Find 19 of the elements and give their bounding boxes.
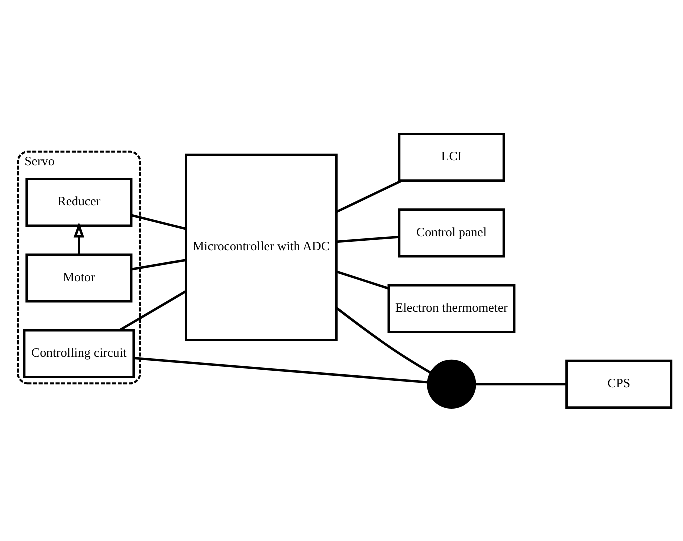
node-circle [427,359,476,408]
node-box: Microcontroller with ADC [185,153,338,341]
connector [336,306,432,374]
connector [131,258,186,270]
node-box: Electron thermometer [388,284,516,333]
connector [336,270,390,290]
arrow [74,222,85,254]
node-box: Motor [26,253,133,302]
connector [475,382,567,386]
connector [336,179,402,213]
node-box: Reducer [26,178,133,227]
node-box: CPS [566,359,673,408]
connector [336,235,400,243]
connector [131,214,186,230]
connector [119,290,187,331]
node-box: Control panel [398,208,506,258]
connector [134,356,429,384]
node-box: Controlling circuit [23,328,136,378]
node-box: LCI [398,132,506,182]
